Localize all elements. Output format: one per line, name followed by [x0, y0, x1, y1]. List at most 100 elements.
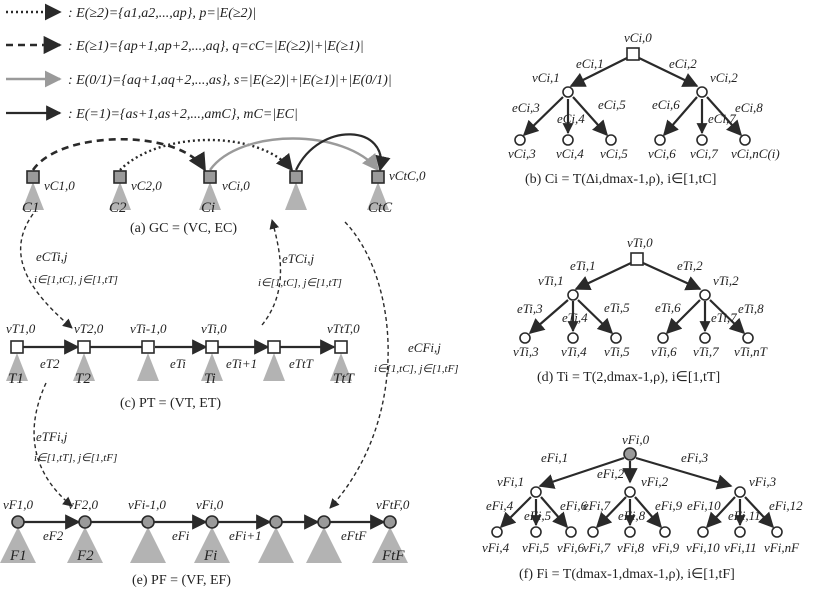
node-d-leaf-1: [519, 332, 531, 344]
node-f-leaf-8: [734, 526, 746, 538]
label-a-node-i: vCi,0: [222, 178, 250, 193]
node-f-l1-2: [624, 486, 636, 498]
label-d-e8: eTi,8: [738, 301, 764, 316]
node-f-leaf-3: [565, 526, 577, 538]
label-f-leaf-5: vFi,8: [617, 540, 645, 555]
label-f-l1-1: vFi,1: [497, 474, 524, 489]
label-d-e3: eTi,3: [517, 301, 543, 316]
node-f-leaf-4: [587, 526, 599, 538]
node-b-leaf-2: [562, 134, 574, 146]
panel-f: vFi,0 vFi,1 vFi,2 vFi,3 eFi,1 eFi,2 eFi,…: [482, 432, 803, 582]
label-a-tree-2: C2: [109, 200, 127, 216]
caption-b: (b) Ci = T(Δi,dmax-1,ρ), i∈[1,tC]: [525, 172, 716, 187]
tree-e-6: [306, 527, 342, 563]
label-b-e4: eCi,4: [557, 111, 585, 126]
label-f-leaf-3: vFi,6: [557, 540, 585, 555]
label-cf: eCFi,j: [408, 340, 441, 355]
label-d-leaf-5: vTi,7: [693, 344, 719, 359]
edge-a-dotted: [119, 138, 294, 172]
label-b-e3: eCi,3: [512, 100, 540, 115]
label-d-leaf-6: vTi,nT: [734, 344, 768, 359]
tree-c-2: [73, 353, 95, 381]
label-d-l1-1: vTi,1: [538, 273, 564, 288]
label-f-e7: eFi,7: [583, 498, 611, 513]
edge-f-12: [744, 496, 775, 529]
label-a-tree-1: C1: [22, 200, 40, 216]
edge-d-3: [528, 299, 569, 335]
edge-d-5: [577, 299, 614, 335]
legend-dashed-text: : E(≥1)={ap+1,ap+2,...,aq}, q=cC=|E(≥2)|…: [68, 39, 364, 54]
tree-c-6: [330, 353, 352, 381]
node-c-1: [10, 340, 24, 354]
tree-c-1: [6, 353, 28, 381]
node-a-mid: [289, 170, 303, 184]
tree-c-5: [263, 353, 285, 381]
edge-b-6: [662, 96, 698, 137]
label-b-leaf-4: vCi,6: [648, 146, 676, 161]
range-ct: i∈[1,tC], j∈[1,tT]: [34, 274, 118, 286]
node-f-leaf-5: [624, 526, 636, 538]
label-d-leaf-1: vTi,3: [513, 344, 539, 359]
edge-b-3: [522, 96, 564, 137]
tree-a-2: [109, 182, 131, 210]
edge-f-4: [499, 496, 532, 529]
label-f-leaf-2: vFi,5: [522, 540, 550, 555]
edge-b-2: [638, 57, 699, 87]
label-e-node-3: vFi-1,0: [128, 497, 166, 512]
node-c-4: [205, 340, 219, 354]
node-a-i: [203, 170, 217, 184]
label-e-tree-t: FtF: [381, 548, 405, 564]
label-d-e2: eTi,2: [677, 258, 703, 273]
label-f-leaf-6: vFi,9: [652, 540, 680, 555]
label-f-e10: eFi,10: [687, 498, 721, 513]
node-d-leaf-2: [567, 332, 579, 344]
node-b-l1-2: [696, 86, 708, 98]
panel-a: vC1,0 vC2,0 vCi,0 vCtC,0 C1 C2 Ci CtC (a…: [22, 133, 426, 236]
node-e-6: [317, 515, 331, 529]
label-tf: eTFi,j: [36, 429, 68, 444]
tree-e-2: [67, 527, 103, 563]
edge-b-5: [572, 96, 609, 137]
label-b-e1: eCi,1: [576, 56, 604, 71]
label-e-node-4: vFi,0: [196, 497, 224, 512]
label-f-e4: eFi,4: [486, 498, 514, 513]
label-f-e5: eFi,5: [524, 508, 552, 523]
label-e-node-1: vF1,0: [3, 497, 33, 512]
label-b-e5: eCi,5: [598, 97, 626, 112]
label-e-tree-i: Fi: [203, 548, 217, 564]
caption-e: (e) PF = (VF, EF): [132, 573, 231, 588]
label-e-node-2: vF2,0: [68, 497, 98, 512]
node-d-leaf-5: [699, 332, 711, 344]
node-f-leaf-9: [771, 526, 783, 538]
tree-e-4: [194, 527, 230, 563]
panel-d: vTi,0 vTi,1 vTi,2 eTi,1 eTi,2 eTi,3 eTi,…: [513, 235, 768, 385]
node-c-6: [334, 340, 348, 354]
node-e-3: [141, 515, 155, 529]
node-b-leaf-3: [605, 134, 617, 146]
tree-e-1: [0, 527, 36, 563]
node-b-leaf-4: [654, 134, 666, 146]
label-f-e8: eFi,8: [618, 508, 646, 523]
label-c-edge-2: eTi: [170, 356, 186, 371]
caption-f: (f) Fi = T(dmax-1,dmax-1,ρ), i∈[1,tF]: [519, 567, 735, 582]
range-tf: i∈[1,tT], j∈[1,tF]: [34, 452, 117, 464]
edge-f-3: [635, 456, 733, 490]
edge-f-10: [705, 496, 736, 529]
node-b-leaf-1: [514, 134, 526, 146]
label-c-tree-1: T1: [8, 371, 24, 387]
label-f-leaf-1: vFi,4: [482, 540, 510, 555]
label-e-edge-3: eFi+1: [229, 528, 262, 543]
edge-f-1: [538, 456, 625, 489]
edge-d-8: [709, 299, 746, 335]
edge-a-gray: [209, 137, 380, 172]
node-f-leaf-7: [697, 526, 709, 538]
tree-a-1: [22, 182, 44, 210]
label-a-node-2: vC2,0: [131, 178, 162, 193]
label-d-e7: eTi,7: [711, 310, 737, 325]
label-b-leaf-2: vCi,4: [556, 146, 584, 161]
node-f-leaf-6: [659, 526, 671, 538]
edge-cf: [329, 221, 389, 509]
legend-dotted-text: : E(≥2)={a1,a2,...,ap}, p=|E(≥2)|: [68, 6, 256, 21]
node-b-leaf-6: [739, 134, 751, 146]
node-c-3: [141, 340, 155, 354]
